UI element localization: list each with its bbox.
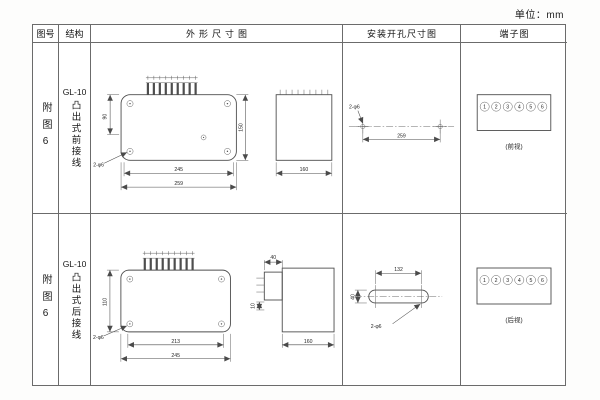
fig-label-row1: 附图6 xyxy=(40,102,51,154)
outline-rear-wiring-svg: 110 213 245 2-φ6 40 xyxy=(93,251,335,362)
dim-label-top-left: 90 xyxy=(103,114,109,120)
terminal-number: 4 xyxy=(518,105,521,111)
terminal-caption: (后视) xyxy=(505,315,522,324)
fig-no-cell-row1: 附图6 xyxy=(33,43,59,214)
terminal-number: 1 xyxy=(483,278,486,284)
hole-label: 2-φ6 xyxy=(371,324,382,330)
front-view-drawing: 90 150 245 259 2-φ6 xyxy=(93,75,249,191)
header-terminal-diagram: 端子图 xyxy=(461,25,567,43)
header-mounting-dims: 安装开孔尺寸图 xyxy=(343,25,461,43)
model-label-row1: GL-10 xyxy=(62,87,87,97)
mounting-front-wiring-svg: 259 2-φ6 xyxy=(348,105,455,143)
side-view-drawing: 160 xyxy=(275,89,333,177)
dim-label-slot-height: 40 xyxy=(350,294,356,300)
header-structure: 结构 xyxy=(59,25,91,43)
mounting-drawing-row1: 259 2-φ6 xyxy=(343,43,461,214)
model-label-row2: GL-10 xyxy=(62,258,87,269)
outline-drawing-row1: 90 150 245 259 2-φ6 16 xyxy=(91,43,343,214)
outline-front-wiring-svg: 90 150 245 259 2-φ6 16 xyxy=(93,75,333,191)
fig-no-cell-row2: 附图6 xyxy=(33,214,59,385)
hole-label: 2-φ6 xyxy=(93,335,104,341)
mounting-rear-wiring-svg: 132 40 2-φ6 xyxy=(350,267,443,330)
header-outline-dims: 外形尺寸图 xyxy=(91,25,343,43)
terminal-diagram-row2: 1 2 3 4 5 6 (后视) xyxy=(461,214,567,385)
terminal-caption: (前视) xyxy=(505,141,522,150)
dim-label-width-inner: 213 xyxy=(171,339,180,345)
dim-label-small: 10 xyxy=(250,303,256,309)
terminal-front-wiring-svg: 1 2 3 4 5 6 (前视) xyxy=(476,94,552,150)
terminal-number: 6 xyxy=(541,278,544,284)
dim-label-width-inner: 245 xyxy=(174,167,183,173)
terminal-number: 5 xyxy=(529,105,532,111)
side-view-drawing: 40 10 160 xyxy=(250,255,335,348)
terminal-number: 2 xyxy=(495,105,498,111)
dim-label-width-outer: 245 xyxy=(171,353,180,359)
header-fig-no: 图号 xyxy=(33,25,59,43)
mounting-drawing-row2: 132 40 2-φ6 xyxy=(343,214,461,385)
terminal-number: 4 xyxy=(518,278,521,284)
terminal-number: 1 xyxy=(483,105,486,111)
dim-label-height: 110 xyxy=(102,298,108,306)
terminal-rear-wiring-svg: 1 2 3 4 5 6 (后视) xyxy=(476,267,552,324)
structure-cell-row1: GL-10 凸出式前接线 xyxy=(59,43,91,214)
dim-label-span: 259 xyxy=(397,133,406,139)
fig-label-row2: 附图6 xyxy=(40,273,51,326)
dim-label-side-depth: 160 xyxy=(304,339,313,345)
unit-label: 单位：mm xyxy=(514,10,564,21)
dim-label-span: 132 xyxy=(394,267,403,273)
structure-cell-row2: GL-10 凸出式后接线 xyxy=(59,214,91,385)
terminal-circles: 1 2 3 4 5 6 xyxy=(479,275,548,285)
terminal-number: 3 xyxy=(506,105,509,111)
structure-label-row2: 凸出式后接线 xyxy=(69,271,81,341)
dim-label-height: 150 xyxy=(238,123,244,132)
terminal-number: 3 xyxy=(506,278,509,284)
outline-drawing-row2: 110 213 245 2-φ6 40 xyxy=(91,214,343,385)
front-view-drawing: 110 213 245 2-φ6 xyxy=(93,251,231,362)
hole-label: 2-φ6 xyxy=(349,105,360,111)
spec-table: 图号 结构 外形尺寸图 安装开孔尺寸图 端子图 附图6 GL-10 凸出式前接线 xyxy=(32,24,567,386)
terminal-number: 2 xyxy=(495,278,498,284)
structure-label-row1: 凸出式前接线 xyxy=(69,100,81,169)
terminal-diagram-row1: 1 2 3 4 5 6 (前视) xyxy=(461,43,567,214)
dim-label-width-outer: 259 xyxy=(174,181,183,187)
terminal-number: 5 xyxy=(529,278,532,284)
terminal-circles: 1 2 3 4 5 6 xyxy=(479,101,548,112)
terminal-number: 6 xyxy=(541,105,544,111)
hole-label: 2-φ6 xyxy=(93,162,104,168)
dim-label-rear-block: 40 xyxy=(270,255,276,261)
dim-label-side-depth: 160 xyxy=(300,167,309,173)
